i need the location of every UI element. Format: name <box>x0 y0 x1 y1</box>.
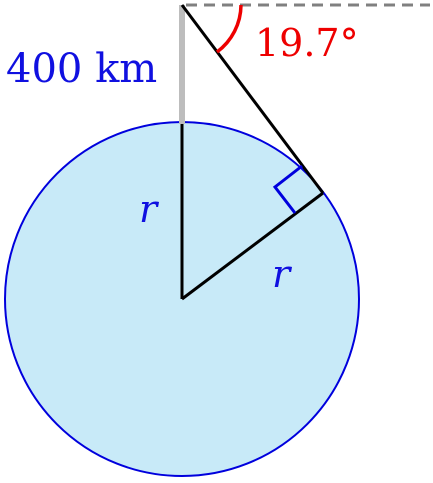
angle-label: 19.7° <box>255 21 359 65</box>
vertical-radius-label: r <box>139 187 160 231</box>
dip-angle-arc <box>215 4 243 54</box>
line-of-sight <box>180 4 325 194</box>
altitude-label: 400 km <box>6 46 157 92</box>
slanted-radius-label: r <box>272 252 293 296</box>
right-angle-marker <box>272 164 303 214</box>
tangent-point-radius-line <box>181 191 324 301</box>
